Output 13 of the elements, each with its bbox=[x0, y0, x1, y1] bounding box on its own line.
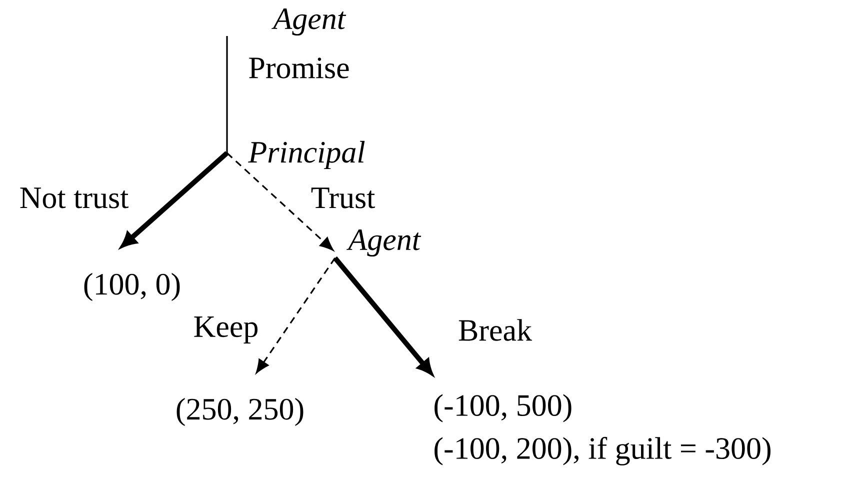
edge-label: Break bbox=[458, 319, 532, 341]
edge-label: Trust bbox=[311, 188, 375, 208]
player-label: Agent bbox=[346, 229, 422, 257]
arrow bbox=[226, 152, 334, 251]
payoff-label: (250, 250) bbox=[176, 398, 304, 426]
edge-label: Keep bbox=[194, 316, 258, 344]
edge-label: Promise bbox=[249, 58, 349, 78]
arrow bbox=[256, 258, 336, 374]
edge-label: Not trust bbox=[20, 188, 129, 208]
payoff-label: (-100, 500) (-100, 200), if guilt = -300) bbox=[434, 394, 770, 466]
player-label: Agent bbox=[272, 8, 346, 36]
player-label: Principal bbox=[248, 140, 365, 170]
payoff-label: (100, 0) bbox=[84, 272, 180, 302]
